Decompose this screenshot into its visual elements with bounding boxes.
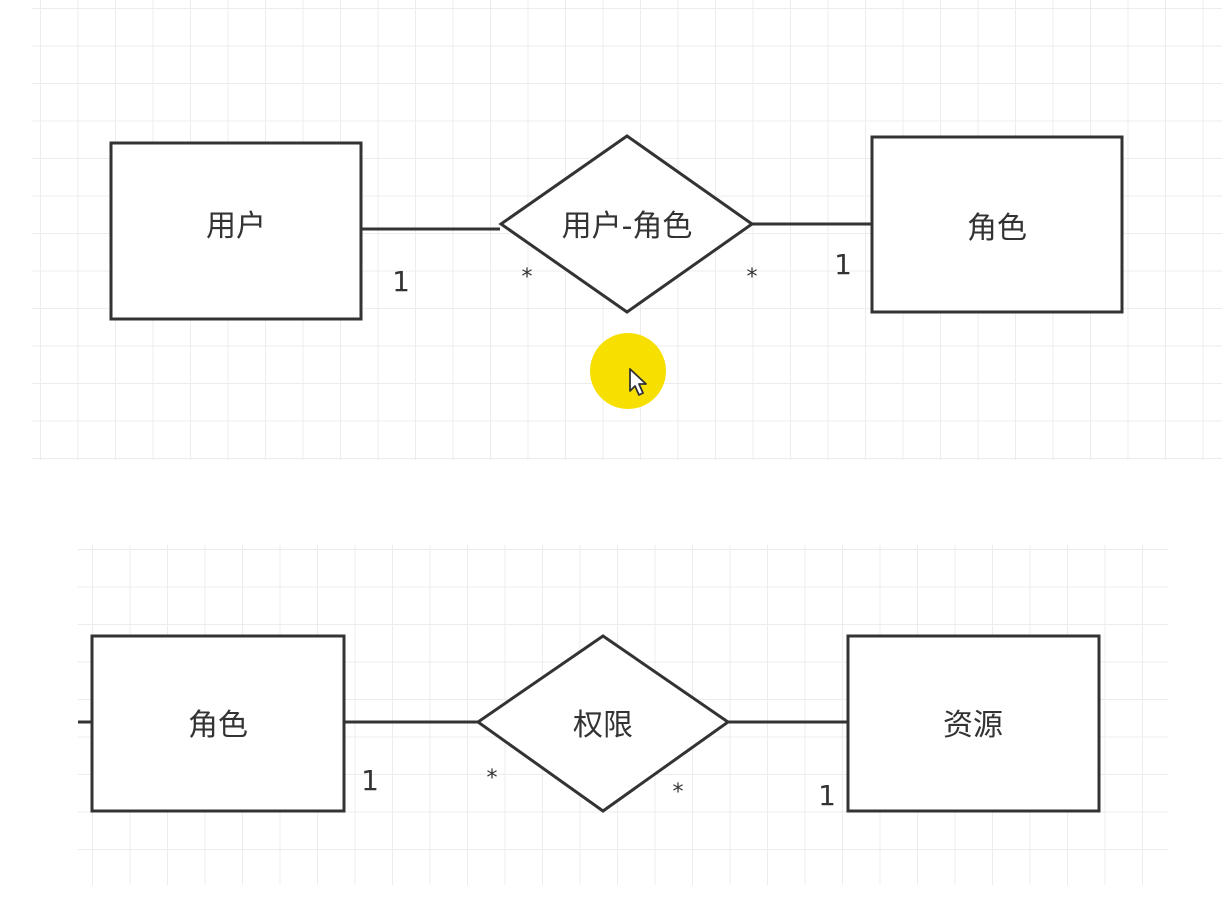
entity-role-bottom[interactable] bbox=[90, 634, 346, 813]
multiplicity-relationship-left-end: * bbox=[522, 265, 533, 290]
er-diagram-user-role: 用户 用户-角色 角色 1 * * 1 bbox=[109, 134, 1124, 321]
mouse-pointer-icon bbox=[629, 368, 647, 396]
entity-user-label: 用户 bbox=[206, 209, 266, 244]
entity-resource[interactable] bbox=[846, 634, 1101, 813]
multiplicity-role-bottom-end: 1 bbox=[361, 764, 379, 797]
entity-role-bottom-label: 角色 bbox=[188, 708, 248, 743]
cursor-highlight-circle bbox=[590, 333, 666, 409]
relationship-user-role[interactable] bbox=[498, 134, 755, 314]
entity-resource-label: 资源 bbox=[943, 708, 1003, 743]
multiplicity-permission-right-end: * bbox=[673, 780, 684, 805]
entity-user[interactable] bbox=[109, 141, 363, 321]
multiplicity-relationship-right-end: * bbox=[747, 265, 758, 290]
entity-role-label: 角色 bbox=[967, 211, 1027, 246]
cursor-highlight bbox=[590, 333, 666, 409]
entity-role[interactable] bbox=[870, 135, 1124, 314]
relationship-user-role-label: 用户-角色 bbox=[562, 209, 693, 244]
multiplicity-role-end: 1 bbox=[834, 248, 852, 281]
relationship-permission[interactable] bbox=[475, 634, 731, 813]
relationship-permission-label: 权限 bbox=[573, 708, 633, 743]
multiplicity-resource-end: 1 bbox=[818, 779, 836, 812]
multiplicity-permission-left-end: * bbox=[487, 766, 498, 791]
er-diagram-role-resource: 角色 权限 资源 1 * * 1 bbox=[78, 634, 1101, 813]
multiplicity-user-end: 1 bbox=[392, 265, 410, 298]
